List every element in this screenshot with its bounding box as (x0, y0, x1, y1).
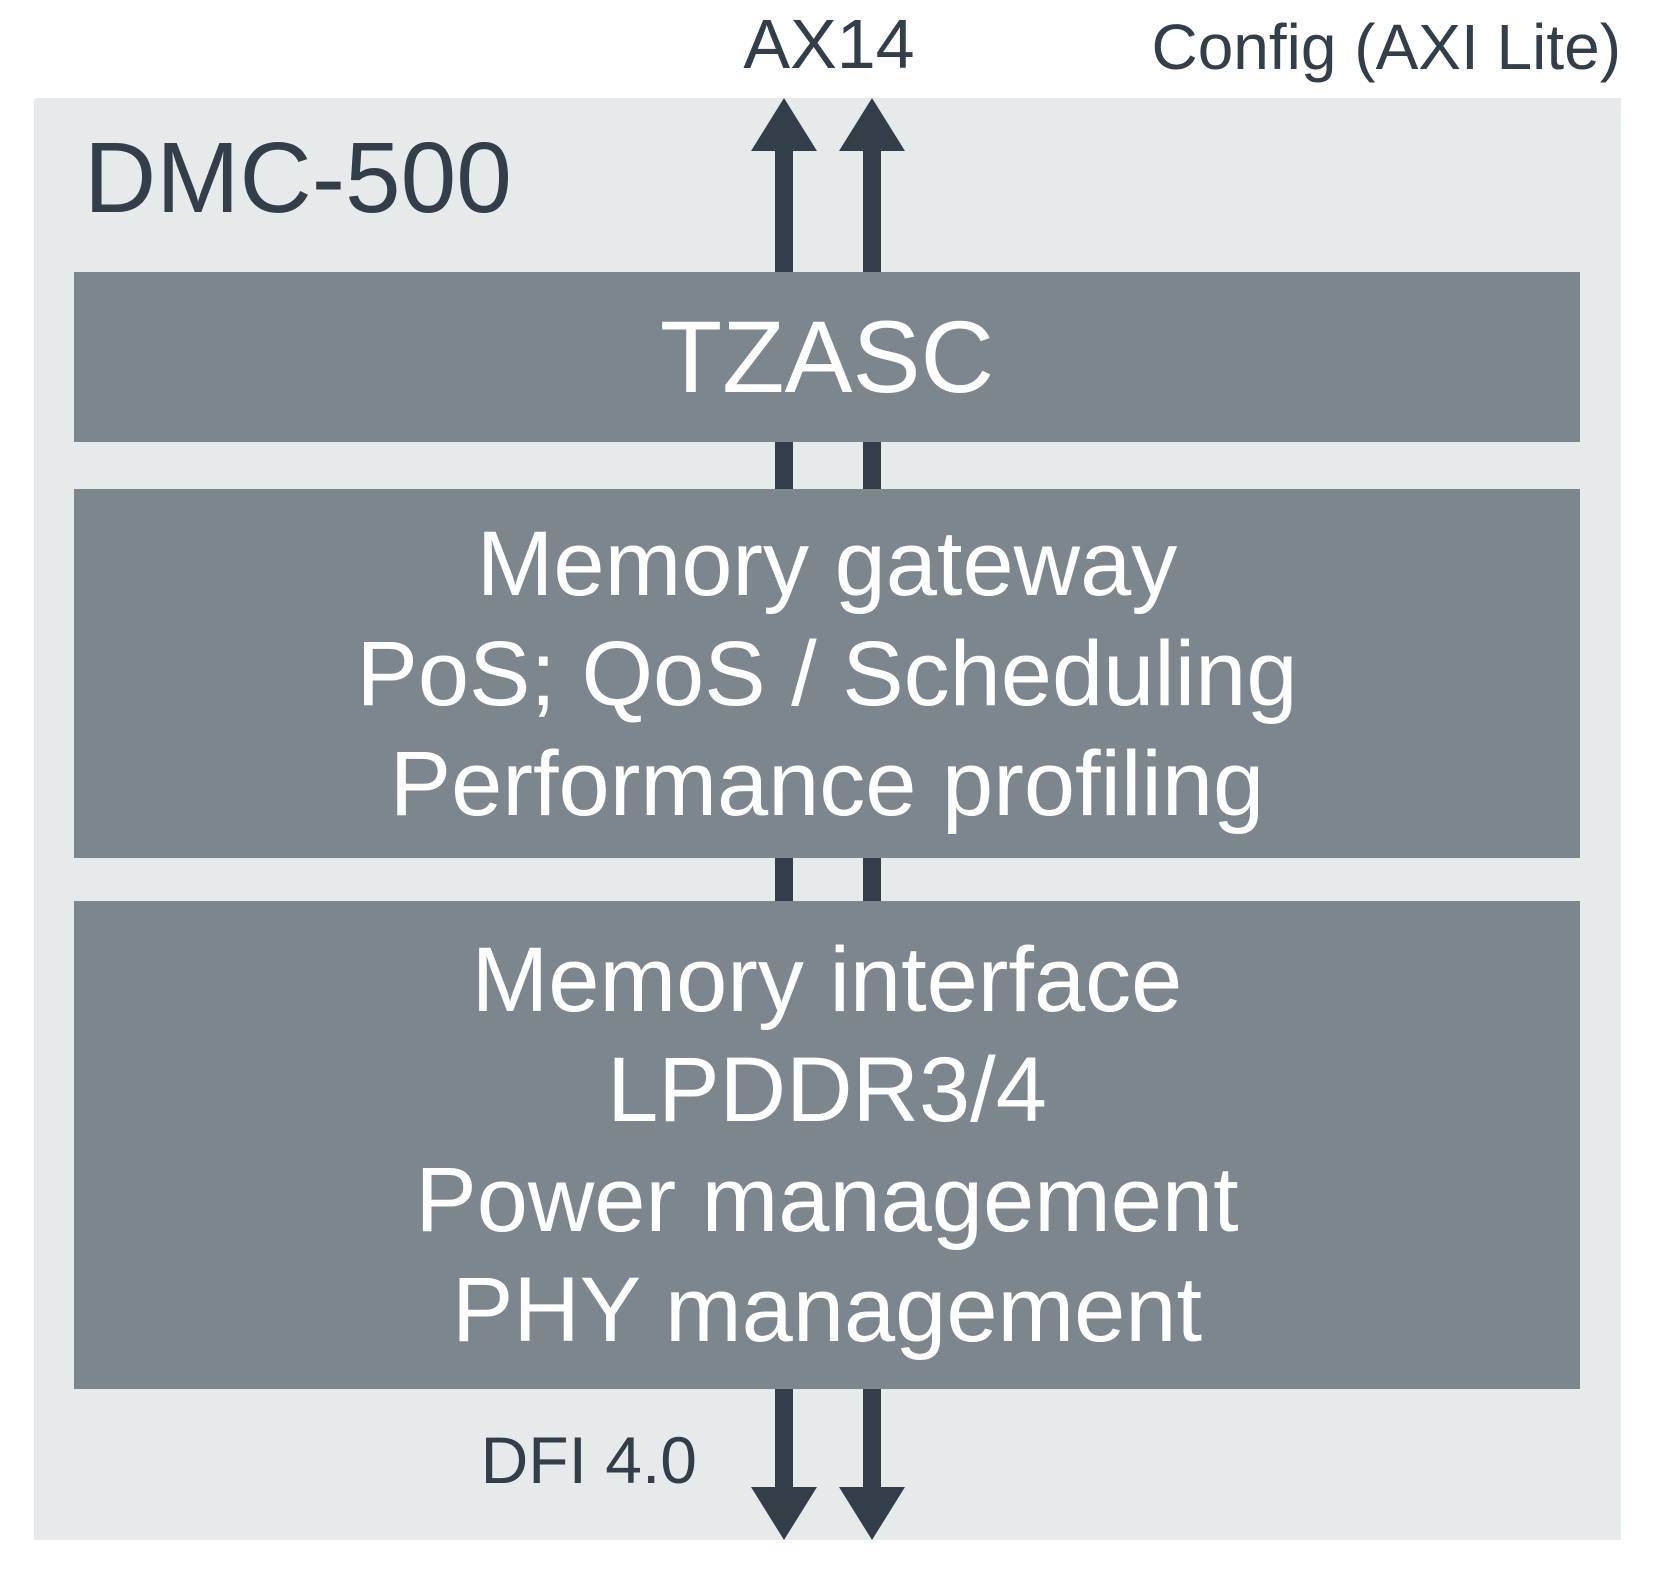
axi-bus-label: AX14 (743, 5, 915, 83)
up-arrow-icon (839, 98, 905, 151)
block-label-line: Memory interface (471, 929, 1183, 1031)
block-label-line: Power management (415, 1149, 1239, 1251)
block-tzasc: TZASC (74, 272, 1580, 442)
block-label-line: Performance profiling (389, 732, 1265, 835)
block-label-line: Memory gateway (476, 512, 1178, 615)
block-memory-interface: Memory interface LPDDR3/4 Power manageme… (74, 901, 1580, 1389)
down-arrow-icon (751, 1487, 817, 1540)
block-memory-gateway: Memory gateway PoS; QoS / Scheduling Per… (74, 489, 1580, 858)
dfi-bus-label: DFI 4.0 (480, 1423, 697, 1497)
block-label-line: LPDDR3/4 (607, 1039, 1047, 1141)
block-label: TZASC (659, 300, 995, 414)
up-arrow-icon (751, 98, 817, 151)
block-label-line: PHY management (451, 1259, 1203, 1361)
down-arrow-icon (839, 1487, 905, 1540)
block-label-line: PoS; QoS / Scheduling (356, 622, 1298, 725)
config-axi-lite-label: Config (AXI Lite) (1151, 11, 1621, 83)
diagram-title: DMC-500 (84, 122, 512, 234)
